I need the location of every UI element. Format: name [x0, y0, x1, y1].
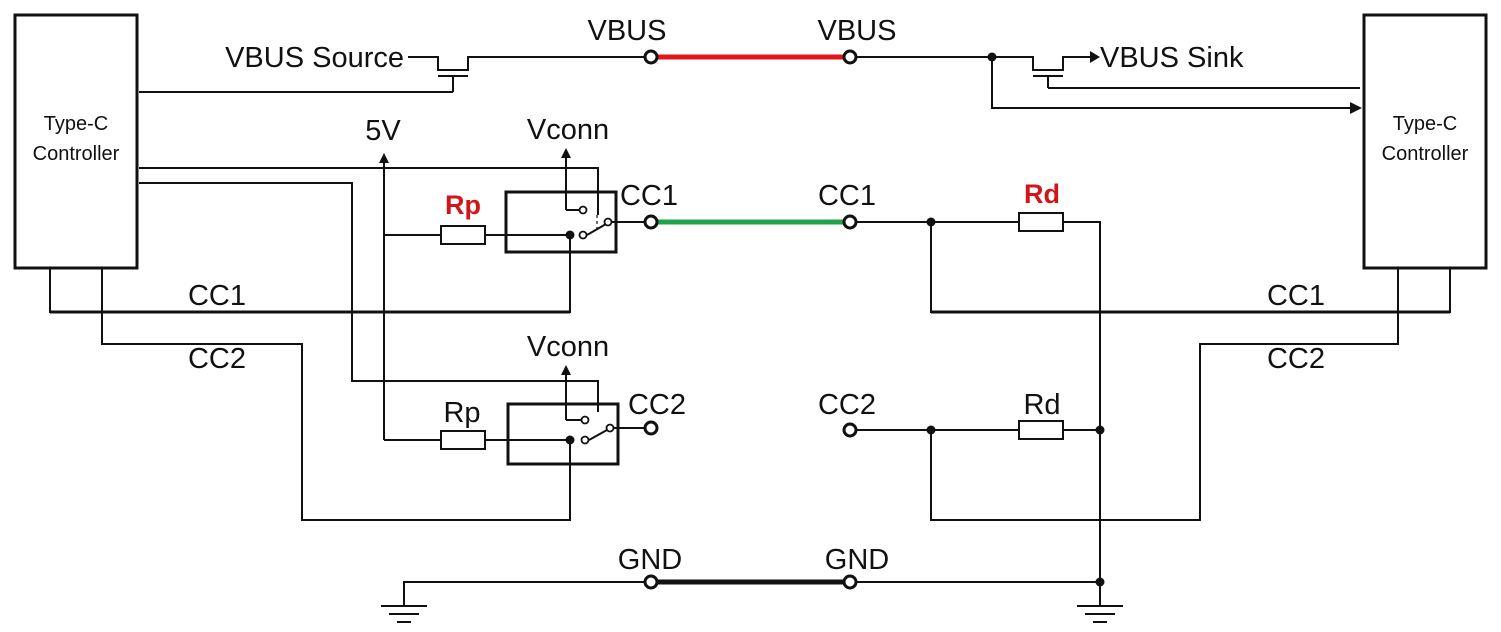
right-controller-label-1: Type-C [1393, 113, 1457, 135]
cc1-sink-block: Rd CC1 [857, 179, 1451, 580]
rd-top-label: Rd [1024, 179, 1060, 209]
rd-bottom-resistor [1018, 420, 1064, 440]
cc1-left-terminal-label: CC1 [620, 180, 678, 212]
gnd-left-label: GND [618, 544, 682, 576]
gnd-left-terminal [643, 574, 659, 590]
cc2-left-terminal-label: CC2 [628, 389, 686, 421]
rp-bottom-resistor [440, 430, 486, 450]
vbus-sink-switch: VBUS Sink [857, 42, 1362, 114]
right-ground-symbol [1077, 605, 1123, 623]
five-volt-rail: 5V [365, 115, 401, 440]
cc2-sink-block: CC2 Rd CC2 [818, 268, 1399, 521]
vbus-cable: VBUS VBUS [588, 15, 897, 65]
cc1-switch-box [504, 190, 618, 254]
vbus-left-label: VBUS [588, 15, 667, 47]
cc1-source-switch-block: Rp Vconn [384, 114, 644, 254]
cc1-right-bus-label: CC1 [1267, 280, 1325, 312]
gnd-cable: GND GND [403, 544, 1105, 606]
cc2-right-bus-label: CC2 [1267, 343, 1325, 375]
control-line-cc1-switch [139, 167, 599, 215]
left-controller-label-1: Type-C [44, 113, 108, 135]
cc1-right-terminal [842, 214, 858, 230]
left-controller-label-2: Controller [33, 143, 120, 165]
control-line-cc2-switch [139, 182, 599, 412]
right-type-c-controller: Type-C Controller [1362, 13, 1488, 270]
rp-bottom-label: Rp [443, 397, 480, 429]
rd-top-resistor [1018, 212, 1064, 232]
left-cc2-bus: CC2 [101, 268, 571, 521]
cc1-left-bus-label: CC1 [188, 280, 246, 312]
five-volt-label: 5V [365, 115, 401, 147]
left-ground-symbol [381, 605, 427, 623]
cc2-right-terminal-label: CC2 [818, 389, 876, 421]
cc2-right-terminal [842, 422, 858, 438]
left-type-c-controller: Type-C Controller [13, 13, 139, 270]
cc1-cable: CC1 CC1 [620, 180, 876, 230]
vbus-source-switch: VBUS Source [139, 42, 650, 93]
rp-top-resistor [440, 225, 486, 245]
cc2-left-bus-label: CC2 [188, 343, 246, 375]
cc2-switch-box [506, 402, 620, 466]
gnd-right-label: GND [825, 544, 889, 576]
cc1-right-terminal-label: CC1 [818, 180, 876, 212]
vbus-sink-label: VBUS Sink [1100, 42, 1244, 74]
right-controller-label-2: Controller [1382, 143, 1469, 165]
gnd-right-terminal [842, 574, 858, 590]
cc2-source-switch-block: Rp Vconn CC2 [384, 331, 686, 466]
vbus-right-label: VBUS [818, 15, 897, 47]
rd-bottom-label: Rd [1023, 389, 1060, 421]
vconn-bottom-label: Vconn [527, 331, 609, 363]
left-cc1-bus: CC1 [49, 235, 571, 314]
rp-top-label: Rp [445, 190, 481, 220]
vbus-left-terminal [643, 49, 659, 65]
vbus-source-label: VBUS Source [225, 42, 404, 74]
cc2-left-terminal [643, 420, 659, 436]
vbus-right-terminal [842, 49, 858, 65]
cc1-left-terminal [643, 214, 659, 230]
vconn-top-label: Vconn [527, 114, 609, 146]
